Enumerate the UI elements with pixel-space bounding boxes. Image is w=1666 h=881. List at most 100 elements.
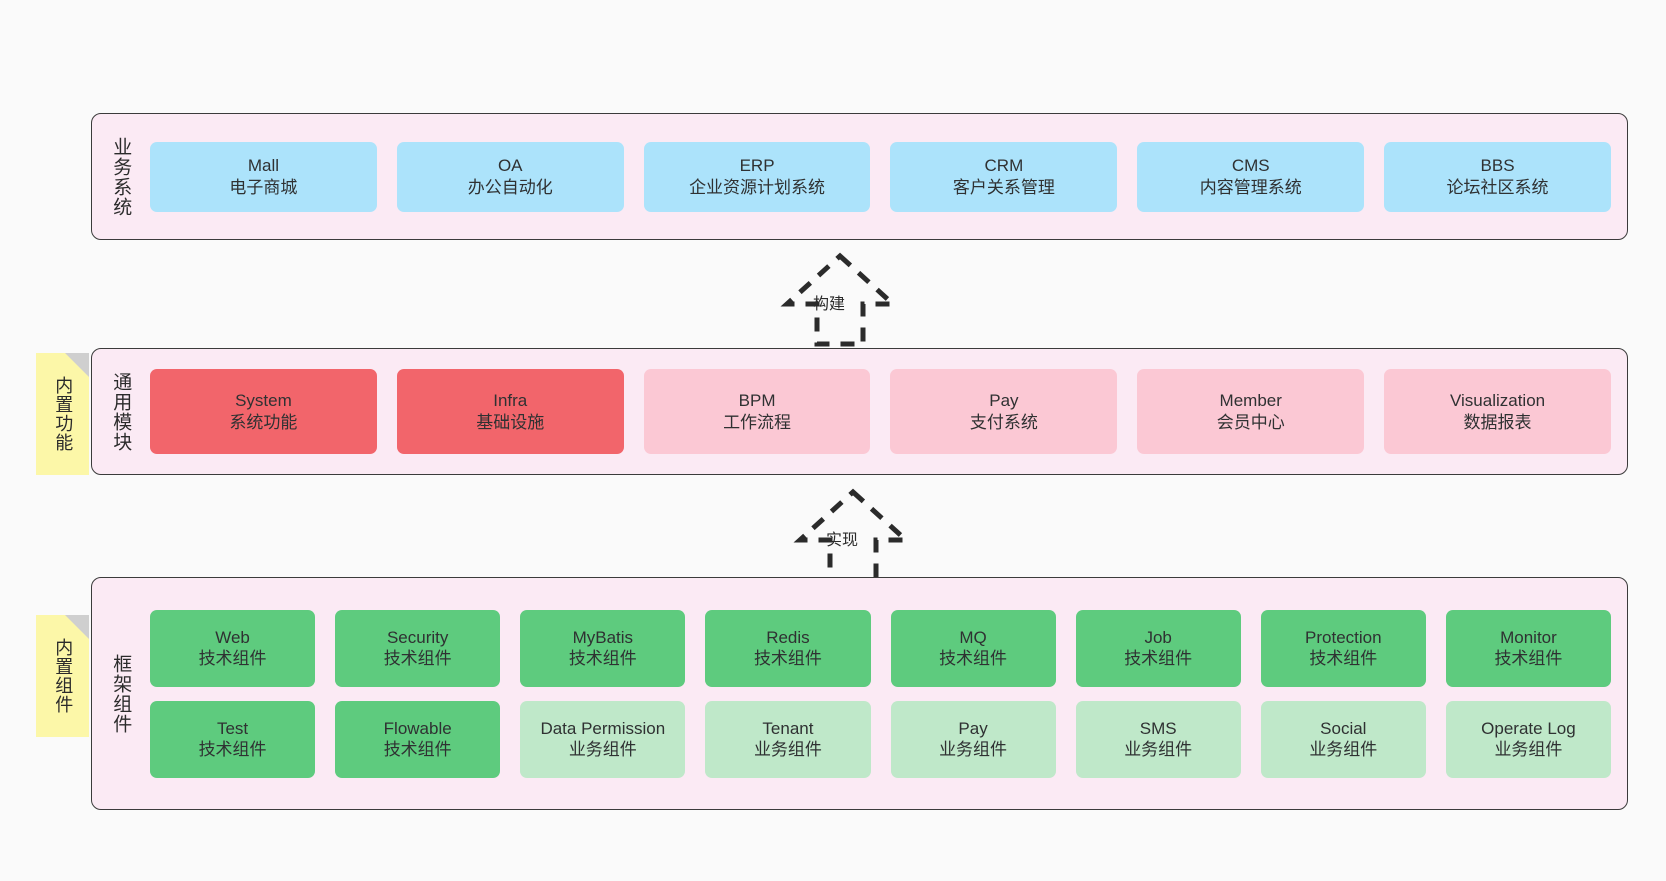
node-sms[interactable]: SMS 业务组件 bbox=[1075, 700, 1241, 778]
layer-title-framework: 框架组件 bbox=[110, 653, 132, 734]
node-crm[interactable]: CRM 客户关系管理 bbox=[890, 141, 1118, 212]
node-subtitle: 技术组件 bbox=[939, 649, 1008, 668]
node-subtitle: 业务组件 bbox=[939, 740, 1008, 759]
node-protection[interactable]: Protection 技术组件 bbox=[1260, 609, 1426, 687]
node-job[interactable]: Job 技术组件 bbox=[1075, 609, 1241, 687]
node-title: MQ bbox=[959, 627, 987, 647]
node-infra[interactable]: Infra 基础设施 bbox=[396, 369, 624, 454]
node-mybatis[interactable]: MyBatis 技术组件 bbox=[520, 609, 686, 687]
node-web[interactable]: Web 技术组件 bbox=[150, 609, 316, 687]
node-security[interactable]: Security 技术组件 bbox=[335, 609, 501, 687]
node-mq[interactable]: MQ 技术组件 bbox=[890, 609, 1056, 687]
layer-title-business: 业务系统 bbox=[110, 136, 132, 217]
node-subtitle: 技术组件 bbox=[568, 649, 637, 668]
node-title: Visualization bbox=[1449, 391, 1546, 411]
node-subtitle: 办公自动化 bbox=[467, 177, 553, 197]
node-title: SMS bbox=[1139, 718, 1177, 738]
node-title: Mall bbox=[247, 156, 279, 176]
layer-row: Test 技术组件 Flowable 技术组件 Data Permission … bbox=[150, 700, 1611, 778]
node-subtitle: 企业资源计划系统 bbox=[689, 177, 826, 197]
node-subtitle: 内容管理系统 bbox=[1199, 177, 1302, 197]
node-title: Protection bbox=[1305, 627, 1382, 647]
node-title: Job bbox=[1144, 627, 1172, 647]
node-social[interactable]: Social 业务组件 bbox=[1260, 700, 1426, 778]
node-flowable[interactable]: Flowable 技术组件 bbox=[335, 700, 501, 778]
node-subtitle: 技术组件 bbox=[1124, 649, 1193, 668]
node-subtitle: 业务组件 bbox=[753, 740, 822, 759]
node-subtitle: 基础设施 bbox=[476, 412, 545, 432]
node-subtitle: 业务组件 bbox=[1124, 740, 1193, 759]
node-oa[interactable]: OA 办公自动化 bbox=[396, 141, 624, 212]
layer-row: System 系统功能 Infra 基础设施 BPM 工作流程 Pay 支付系统… bbox=[150, 369, 1611, 454]
node-monitor[interactable]: Monitor 技术组件 bbox=[1445, 609, 1611, 687]
node-subtitle: 业务组件 bbox=[1309, 740, 1378, 759]
node-title: Test bbox=[216, 718, 249, 738]
node-subtitle: 电子商城 bbox=[229, 177, 298, 197]
node-bbs[interactable]: BBS 论坛社区系统 bbox=[1384, 141, 1611, 212]
node-subtitle: 技术组件 bbox=[383, 649, 452, 668]
dashed-hollow-arrow-icon bbox=[780, 252, 900, 347]
node-member[interactable]: Member 会员中心 bbox=[1137, 369, 1365, 454]
node-mall[interactable]: Mall 电子商城 bbox=[150, 141, 377, 212]
node-operate-log[interactable]: Operate Log 业务组件 bbox=[1445, 700, 1611, 778]
node-test[interactable]: Test 技术组件 bbox=[150, 700, 316, 778]
node-visualization[interactable]: Visualization 数据报表 bbox=[1384, 369, 1611, 454]
node-subtitle: 技术组件 bbox=[753, 649, 822, 668]
node-title: ERP bbox=[739, 156, 775, 176]
sticky-note-label: 内置组件 bbox=[53, 638, 74, 714]
sticky-note-builtin-components: 内置组件 bbox=[36, 615, 89, 737]
node-redis[interactable]: Redis 技术组件 bbox=[705, 609, 871, 687]
node-subtitle: 技术组件 bbox=[383, 740, 452, 759]
node-system[interactable]: System 系统功能 bbox=[150, 369, 377, 454]
node-subtitle: 论坛社区系统 bbox=[1446, 177, 1549, 197]
node-title: OA bbox=[497, 156, 523, 176]
node-title: Data Permission bbox=[540, 718, 666, 738]
sticky-note-label: 内置功能 bbox=[53, 376, 74, 452]
node-subtitle: 技术组件 bbox=[198, 649, 267, 668]
node-pay-module[interactable]: Pay 支付系统 bbox=[890, 369, 1118, 454]
node-bpm[interactable]: BPM 工作流程 bbox=[643, 369, 871, 454]
node-subtitle: 技术组件 bbox=[198, 740, 267, 759]
layer-title-modules: 通用模块 bbox=[110, 371, 132, 452]
node-erp[interactable]: ERP 企业资源计划系统 bbox=[643, 141, 871, 212]
layer-business-systems: 业务系统 Mall 电子商城 OA 办公自动化 ERP 企业资源计划系统 CRM… bbox=[91, 113, 1628, 240]
node-subtitle: 技术组件 bbox=[1494, 649, 1563, 668]
connector-label: 实现 bbox=[826, 532, 859, 549]
node-subtitle: 业务组件 bbox=[568, 740, 637, 759]
node-title: CMS bbox=[1231, 156, 1270, 176]
node-title: Monitor bbox=[1500, 627, 1557, 647]
node-tenant[interactable]: Tenant 业务组件 bbox=[705, 700, 871, 778]
node-title: BPM bbox=[738, 391, 776, 411]
node-title: Member bbox=[1219, 391, 1282, 411]
node-title: CRM bbox=[984, 156, 1024, 176]
node-subtitle: 工作流程 bbox=[723, 412, 792, 432]
node-title: Social bbox=[1320, 718, 1367, 738]
node-subtitle: 支付系统 bbox=[969, 412, 1038, 432]
node-cms[interactable]: CMS 内容管理系统 bbox=[1137, 141, 1365, 212]
node-subtitle: 会员中心 bbox=[1216, 412, 1285, 432]
node-pay-component[interactable]: Pay 业务组件 bbox=[890, 700, 1056, 778]
node-title: Flowable bbox=[383, 718, 452, 738]
connector-implement: 实现 bbox=[768, 488, 938, 584]
node-title: Redis bbox=[766, 627, 810, 647]
node-subtitle: 数据报表 bbox=[1463, 412, 1532, 432]
connector-label: 构建 bbox=[813, 296, 846, 313]
node-data-permission[interactable]: Data Permission 业务组件 bbox=[520, 700, 686, 778]
node-title: Pay bbox=[958, 718, 988, 738]
node-title: Security bbox=[386, 627, 449, 647]
node-title: BBS bbox=[1480, 156, 1515, 176]
node-title: Operate Log bbox=[1481, 718, 1576, 738]
node-subtitle: 技术组件 bbox=[1309, 649, 1378, 668]
node-subtitle: 客户关系管理 bbox=[952, 177, 1055, 197]
layer-common-modules: 通用模块 System 系统功能 Infra 基础设施 BPM 工作流程 Pay… bbox=[91, 348, 1628, 475]
node-title: System bbox=[235, 391, 292, 411]
layer-body-modules: System 系统功能 Infra 基础设施 BPM 工作流程 Pay 支付系统… bbox=[142, 349, 1627, 474]
layer-framework-components: 框架组件 Web 技术组件 Security 技术组件 MyBatis 技术组件… bbox=[91, 577, 1628, 810]
layer-body-business: Mall 电子商城 OA 办公自动化 ERP 企业资源计划系统 CRM 客户关系… bbox=[142, 114, 1627, 239]
node-title: Pay bbox=[989, 391, 1019, 411]
node-subtitle: 系统功能 bbox=[229, 412, 298, 432]
sticky-note-builtin-functions: 内置功能 bbox=[36, 353, 89, 475]
connector-build: 构建 bbox=[755, 252, 925, 348]
node-subtitle: 业务组件 bbox=[1494, 740, 1563, 759]
